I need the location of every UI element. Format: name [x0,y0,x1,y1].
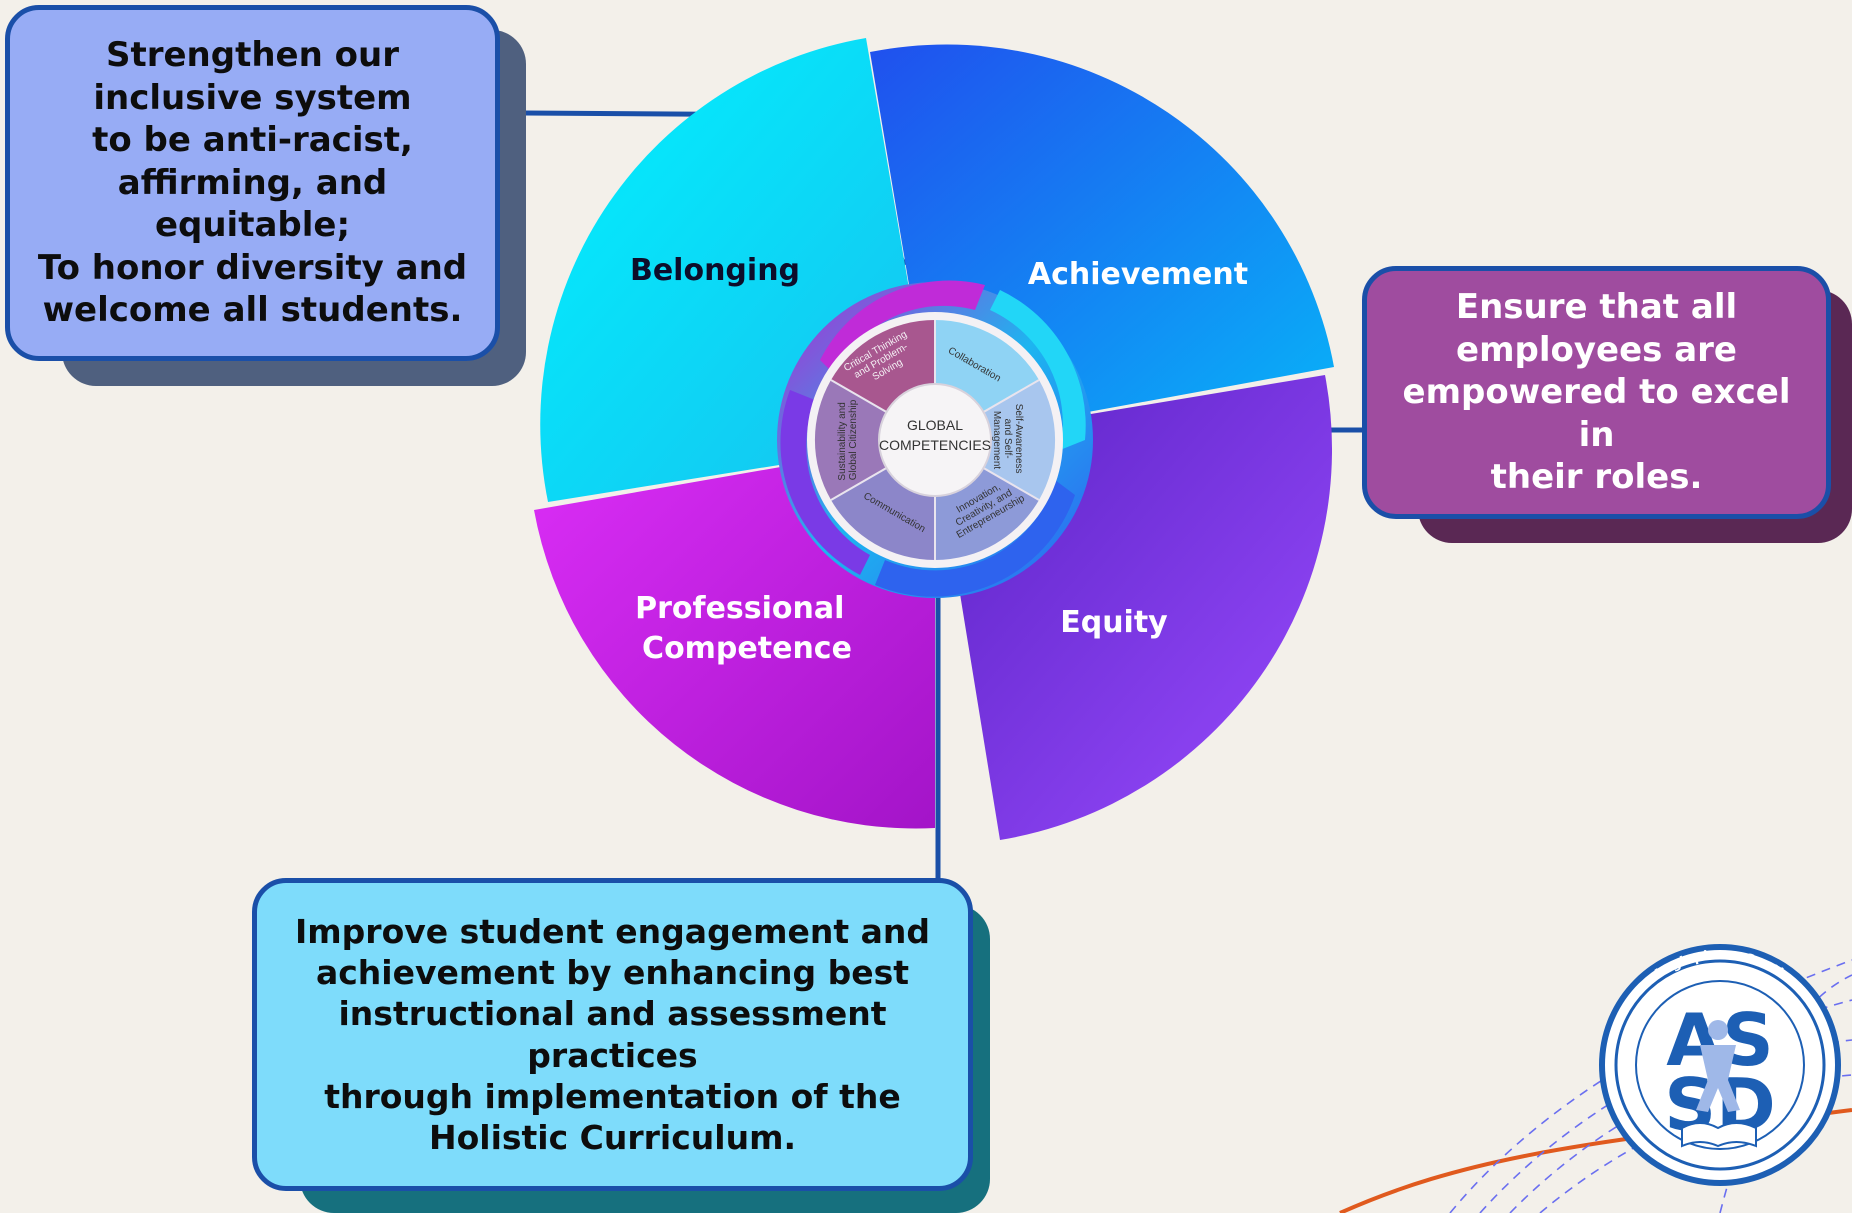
assd-logo: Anglophone South School District AS SD [1599,944,1841,1186]
goal-text-engagement: Improve student engagement and achieveme… [295,911,930,1157]
ring-arrow-violet [780,390,870,575]
competency-sustainability [814,380,935,500]
goal-callout-belonging: Strengthen our inclusive system to be an… [5,5,500,361]
competency-label-sustainability: Sustainability and Global Citizenship [837,399,859,480]
segment-labels: Belonging Achievement Equity Professiona… [630,253,1248,666]
competency-self-awareness [935,380,1056,500]
competency-wheel: GLOBAL COMPETENCIES Collaboration Self-A… [814,319,1056,561]
logo-book-icon [1681,1122,1757,1148]
segment-label-professional-competence: Professional Competence [635,591,855,666]
goal-callout-employees: Ensure that all employees are empowered … [1362,266,1831,519]
goal-text-employees: Ensure that all employees are empowered … [1402,287,1791,498]
logo-figure-icon [1696,1020,1740,1112]
ring-arrow-magenta [820,280,985,375]
ring-arrow-blue [875,480,1075,597]
center-hub [878,383,992,497]
segment-label-achievement: Achievement [1028,257,1248,292]
segment-label-belonging: Belonging [630,253,800,288]
segment-label-equity: Equity [1060,605,1168,640]
goal-callout-engagement: Improve student engagement and achieveme… [252,878,973,1191]
center-label-line1: GLOBAL [907,417,963,433]
ring-arrow-cyan [990,290,1086,450]
goal-text-belonging: Strengthen our inclusive system to be an… [37,35,468,331]
competency-label-self-awareness: Self-Awareness and Self- Management [991,404,1024,477]
center-label-line2: COMPETENCIES [879,437,991,453]
